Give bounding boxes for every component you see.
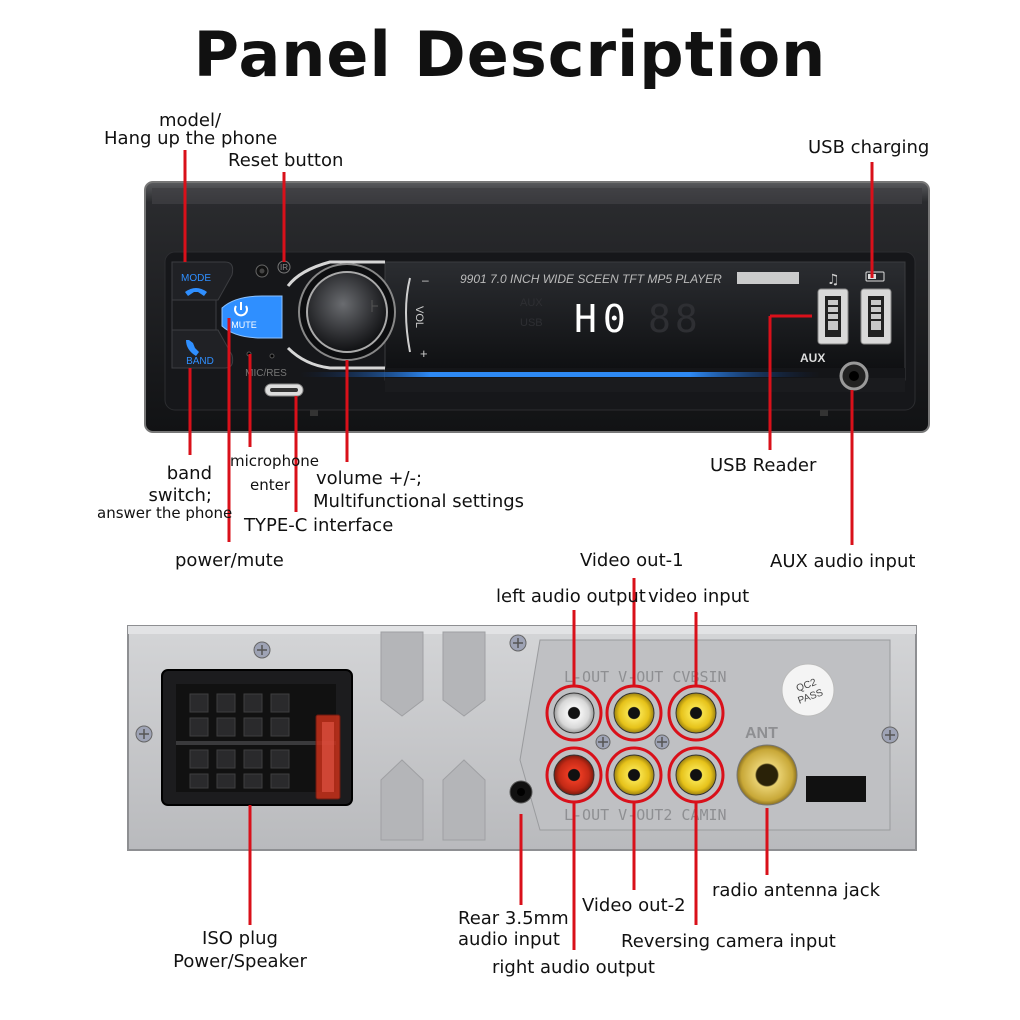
qc-pass-sticker bbox=[781, 663, 835, 717]
rear-bottom-markings: L-OUT V-OUT2 CAMIN bbox=[564, 806, 727, 824]
left-audio-out-jack[interactable] bbox=[553, 692, 595, 734]
display-readout: H0 bbox=[574, 297, 632, 341]
label-hang-up: Hang up the phone bbox=[104, 128, 278, 149]
label-right-audio: right audio output bbox=[492, 957, 655, 978]
video-input-jack[interactable] bbox=[675, 692, 717, 734]
aux-label: AUX bbox=[800, 351, 825, 365]
model-text: 9901 7.0 INCH WIDE SCEEN TFT MP5 PLAYER bbox=[460, 272, 722, 286]
label-video-input: video input bbox=[648, 586, 750, 607]
mode-button-label: MODE bbox=[181, 273, 211, 284]
right-audio-out-jack[interactable] bbox=[553, 754, 595, 796]
label-power-speaker: Power/Speaker bbox=[173, 951, 307, 972]
volume-plus-label: + bbox=[420, 346, 428, 361]
rear-top-markings: L-OUT V-OUT CVBSIN bbox=[564, 668, 727, 686]
band-button-label: BAND bbox=[186, 356, 214, 367]
power-mute-button[interactable] bbox=[221, 295, 283, 339]
label-model: model/ bbox=[158, 110, 222, 131]
battery-icon bbox=[865, 271, 885, 282]
label-answer: answer the phone bbox=[97, 504, 233, 522]
page-title: Panel Description bbox=[193, 18, 827, 91]
label-video-out-2: Video out-2 bbox=[582, 895, 686, 916]
label-volume: volume +/-; bbox=[316, 468, 423, 489]
volume-label: VOL bbox=[413, 306, 425, 328]
volume-minus-label: – bbox=[422, 273, 429, 287]
label-typec: TYPE-C interface bbox=[244, 515, 394, 536]
label-power-mute: power/mute bbox=[175, 550, 284, 571]
label-left-audio: left audio output bbox=[496, 586, 646, 607]
label-audio-input: audio input bbox=[458, 929, 560, 950]
label-iso-plug: ISO plug bbox=[202, 928, 278, 949]
label-multifunctional: Multifunctional settings bbox=[313, 491, 525, 512]
label-aux-input: AUX audio input bbox=[770, 551, 916, 572]
label-microphone: microphone bbox=[230, 452, 319, 470]
label-usb-charging: USB charging bbox=[808, 137, 930, 158]
rca-jacks bbox=[553, 692, 717, 796]
label-reset: Reset button bbox=[228, 150, 344, 171]
svg-text:AUX: AUX bbox=[520, 297, 543, 309]
music-note-icon: ♫ bbox=[827, 272, 840, 288]
label-usb-reader: USB Reader bbox=[710, 455, 817, 476]
label-enter: enter bbox=[250, 476, 291, 494]
svg-text:88: 88 bbox=[648, 297, 702, 341]
hang-up-icon bbox=[185, 288, 207, 296]
blue-light-strip bbox=[300, 372, 820, 377]
ir-sensor-label: IR bbox=[280, 263, 288, 272]
svg-text:USB: USB bbox=[520, 317, 543, 329]
antenna-jack[interactable] bbox=[736, 744, 798, 806]
mic-res-label: MIC/RES bbox=[245, 368, 287, 379]
band-button[interactable] bbox=[171, 329, 234, 369]
label-rear-35: Rear 3.5mm bbox=[458, 908, 569, 929]
video-out-1-jack[interactable] bbox=[613, 692, 655, 734]
power-icon bbox=[234, 305, 248, 317]
video-out-2-jack[interactable] bbox=[613, 754, 655, 796]
answer-phone-icon bbox=[186, 340, 199, 356]
label-band: band bbox=[166, 463, 212, 484]
label-reversing: Reversing camera input bbox=[621, 931, 836, 952]
mute-button-label: MUTE bbox=[231, 320, 257, 330]
screw-icons bbox=[135, 634, 899, 750]
mode-button[interactable] bbox=[171, 261, 234, 301]
label-video-out-1: Video out-1 bbox=[580, 550, 684, 571]
label-radio-antenna: radio antenna jack bbox=[712, 880, 881, 901]
ant-label: ANT bbox=[745, 725, 778, 742]
label-switch: switch; bbox=[148, 485, 212, 506]
reversing-camera-jack[interactable] bbox=[675, 754, 717, 796]
